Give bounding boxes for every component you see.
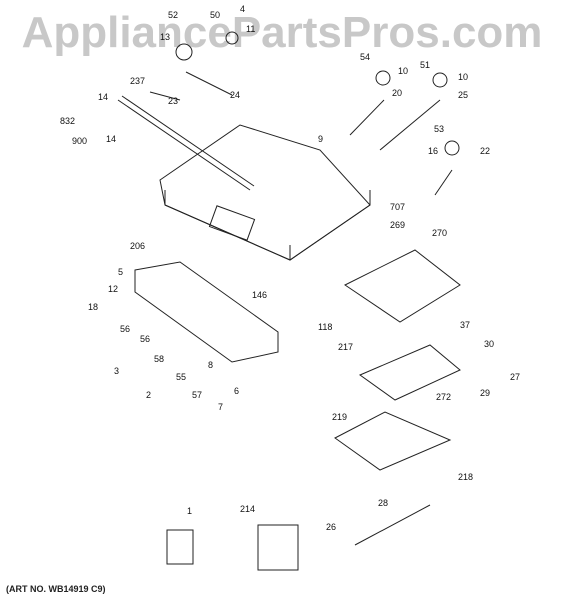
callout-272: 272 bbox=[436, 392, 451, 402]
valve-52 bbox=[175, 43, 193, 61]
valve-54 bbox=[375, 70, 391, 86]
tube-26 bbox=[354, 504, 431, 546]
tube-25 bbox=[379, 99, 441, 151]
front-manifold-panel bbox=[134, 261, 279, 363]
callout-23: 23 bbox=[168, 96, 178, 106]
callout-237: 237 bbox=[130, 76, 145, 86]
burner-tube-23 bbox=[149, 91, 181, 101]
callout-55: 55 bbox=[176, 372, 186, 382]
callout-9: 9 bbox=[318, 134, 323, 144]
callout-56: 56 bbox=[120, 324, 130, 334]
callout-832: 832 bbox=[60, 116, 75, 126]
manifold-pipe bbox=[117, 99, 251, 191]
callout-16: 16 bbox=[428, 146, 438, 156]
callout-219: 219 bbox=[332, 412, 347, 422]
callout-54: 54 bbox=[360, 52, 370, 62]
callout-8: 8 bbox=[208, 360, 213, 370]
callout-30: 30 bbox=[484, 339, 494, 349]
callout-7: 7 bbox=[218, 402, 223, 412]
callout-50: 50 bbox=[210, 10, 220, 20]
callout-218: 218 bbox=[458, 472, 473, 482]
callout-270: 270 bbox=[432, 228, 447, 238]
callout-5: 5 bbox=[118, 267, 123, 277]
callout-214: 214 bbox=[240, 504, 255, 514]
panel-219 bbox=[334, 411, 452, 471]
callout-2: 2 bbox=[146, 390, 151, 400]
valve-53 bbox=[444, 140, 460, 156]
callout-26: 26 bbox=[326, 522, 336, 532]
callout-217: 217 bbox=[338, 342, 353, 352]
callout-57: 57 bbox=[192, 390, 202, 400]
callout-14: 14 bbox=[98, 92, 108, 102]
callout-25: 25 bbox=[458, 90, 468, 100]
callout-28: 28 bbox=[378, 498, 388, 508]
callout-11: 11 bbox=[246, 24, 255, 34]
callout-10: 10 bbox=[458, 72, 468, 82]
callout-12: 12 bbox=[108, 284, 118, 294]
callout-1: 1 bbox=[187, 506, 192, 516]
callout-14: 14 bbox=[106, 134, 116, 144]
callout-53: 53 bbox=[434, 124, 444, 134]
thermostat-214 bbox=[257, 524, 299, 571]
callout-118: 118 bbox=[318, 322, 332, 332]
callout-29: 29 bbox=[480, 388, 490, 398]
tray-270 bbox=[344, 249, 461, 323]
callout-51: 51 bbox=[420, 60, 430, 70]
callout-900: 900 bbox=[72, 136, 87, 146]
callout-4: 4 bbox=[240, 4, 245, 14]
callout-52: 52 bbox=[168, 10, 178, 20]
tube-22 bbox=[434, 169, 453, 196]
callout-10: 10 bbox=[398, 66, 408, 76]
tube-20 bbox=[349, 99, 385, 136]
manual-1 bbox=[166, 529, 194, 565]
callout-13: 13 bbox=[160, 32, 170, 42]
callout-58: 58 bbox=[154, 354, 164, 364]
callout-37: 37 bbox=[460, 320, 470, 330]
valve-11 bbox=[225, 31, 239, 45]
burner-tube-24 bbox=[185, 71, 233, 96]
broiler-272 bbox=[358, 344, 461, 401]
burner-box-pan bbox=[159, 124, 371, 261]
callout-18: 18 bbox=[88, 302, 98, 312]
art-number: (ART NO. WB14919 C9) bbox=[6, 584, 106, 594]
callout-22: 22 bbox=[480, 146, 490, 156]
burner-box-pan-side bbox=[164, 190, 371, 261]
callout-146: 146 bbox=[252, 290, 267, 300]
pan-opening bbox=[208, 205, 256, 241]
callout-6: 6 bbox=[234, 386, 239, 396]
callout-27: 27 bbox=[510, 372, 520, 382]
callout-707: 707 bbox=[390, 202, 405, 212]
callout-269: 269 bbox=[390, 220, 405, 230]
valve-51 bbox=[432, 72, 448, 88]
callout-56: 56 bbox=[140, 334, 150, 344]
callout-20: 20 bbox=[392, 88, 402, 98]
callout-3: 3 bbox=[114, 366, 119, 376]
callout-24: 24 bbox=[230, 90, 240, 100]
callout-206: 206 bbox=[130, 241, 145, 251]
